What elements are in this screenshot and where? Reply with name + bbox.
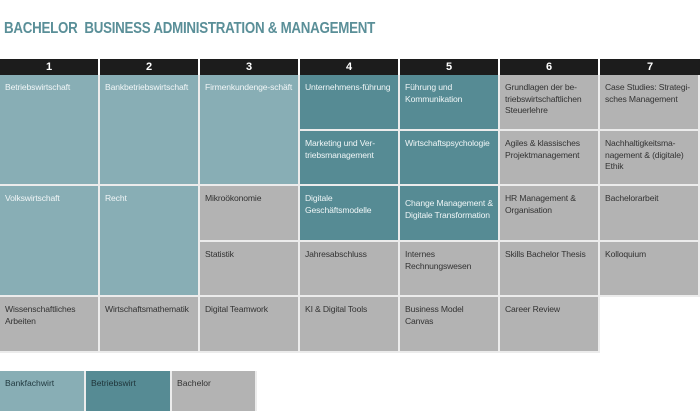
module-steuerlehre: Grundlagen der be-triebswirtschaftlichen… bbox=[500, 75, 600, 131]
module-ki-digital-tools: KI & Digital Tools bbox=[300, 297, 400, 353]
module-wirtschaftsmathematik: Wirtschaftsmathematik bbox=[100, 297, 200, 353]
module-projektmanagement: Agiles & klassisches Projektmanagement bbox=[500, 131, 600, 186]
legend-betriebswirt: Betriebswirt bbox=[86, 371, 172, 411]
curriculum-grid: 1 2 3 4 5 6 7 Betriebswirtschaft Volkswi… bbox=[0, 59, 700, 353]
module-nachhaltigkeitsmanagement: Nachhaltigkeitsma-nagement & (digitale) … bbox=[600, 131, 700, 186]
module-marketing-vertriebsmanagement: Marketing und Ver-triebsmanagement bbox=[300, 131, 400, 186]
module-firmenkundengeschaeft: Firmenkundenge-schäft bbox=[200, 75, 300, 186]
module-wirtschaftspsychologie: Wirtschaftspsychologie bbox=[400, 131, 500, 186]
module-bankbetriebswirtschaft: Bankbetriebswirtschaft bbox=[100, 75, 200, 186]
semester-header-3: 3 bbox=[200, 59, 300, 75]
semester-header-2: 2 bbox=[100, 59, 200, 75]
module-volkswirtschaft: Volkswirtschaft bbox=[0, 186, 100, 297]
module-digitale-geschaeftsmodelle: Digitale Geschäftsmodelle bbox=[300, 186, 400, 242]
module-fuehrung-kommunikation: Führung und Kommunikation bbox=[400, 75, 500, 131]
module-case-studies: Case Studies: Strategi-sches Management bbox=[600, 75, 700, 131]
semester-header-6: 6 bbox=[500, 59, 600, 75]
semester-header-7: 7 bbox=[600, 59, 700, 75]
module-mikrooekonomie: Mikroökonomie bbox=[200, 186, 300, 242]
module-recht: Recht bbox=[100, 186, 200, 297]
module-statistik: Statistik bbox=[200, 242, 300, 297]
module-wissenschaftliches-arbeiten: Wissenschaftliches Arbeiten bbox=[0, 297, 100, 353]
page-title: BACHELOR BUSINESS ADMINISTRATION & MANAG… bbox=[4, 20, 376, 37]
module-bachelorarbeit: Bachelorarbeit bbox=[600, 186, 700, 242]
module-internes-rechnungswesen: Internes Rechnungswesen bbox=[400, 242, 500, 297]
semester-header-5: 5 bbox=[400, 59, 500, 75]
semester-header-4: 4 bbox=[300, 59, 400, 75]
legend-bachelor: Bachelor bbox=[172, 371, 257, 411]
module-skills-bachelor-thesis: Skills Bachelor Thesis bbox=[500, 242, 600, 297]
module-change-management: Change Management & Digitale Transformat… bbox=[400, 186, 500, 242]
module-kolloquium: Kolloquium bbox=[600, 242, 700, 297]
module-career-review: Career Review bbox=[500, 297, 600, 353]
module-hr-management: HR Management & Organisation bbox=[500, 186, 600, 242]
module-jahresabschluss: Jahresabschluss bbox=[300, 242, 400, 297]
module-betriebswirtschaft: Betriebswirtschaft bbox=[0, 75, 100, 186]
module-digital-teamwork: Digital Teamwork bbox=[200, 297, 300, 353]
legend-bankfachwirt: Bankfachwirt bbox=[0, 371, 86, 411]
semester-header-1: 1 bbox=[0, 59, 100, 75]
module-business-model-canvas: Business Model Canvas bbox=[400, 297, 500, 353]
module-unternehmensfuehrung: Unternehmens-führung bbox=[300, 75, 400, 131]
